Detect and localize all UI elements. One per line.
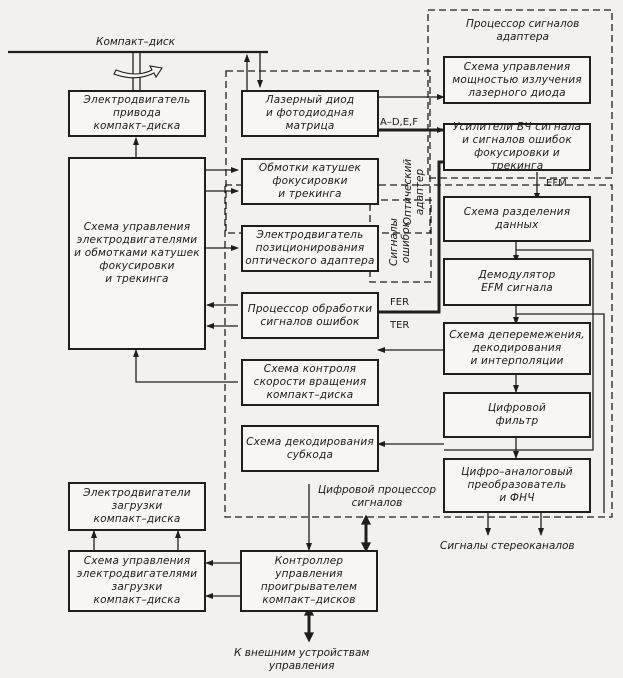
block-motor-control: Схема управления электродвигателями и об… xyxy=(68,157,206,350)
block-dac: Цифро–аналоговый преобразователь и ФНЧ xyxy=(443,458,591,513)
block-deinterleave: Схема деперемежения, декодирования и инт… xyxy=(443,322,591,375)
error-signals-label: Сигналы ошибок xyxy=(388,218,412,266)
signal-fer: FER xyxy=(390,297,410,308)
block-focus-coils: Обмотки катушек фокусировки и трекинга xyxy=(241,158,379,205)
block-laser-power: Схема управления мощностью излучения лаз… xyxy=(443,56,591,104)
block-digital-filter: Цифровой фильтр xyxy=(443,392,591,438)
signal-adef: A–D,E,F xyxy=(380,117,418,128)
output-external: К внешним устройствам управления xyxy=(234,647,370,672)
block-error-processor: Процессор обработки сигналов ошибок xyxy=(241,292,379,339)
block-data-separator: Схема разделения данных xyxy=(443,196,591,242)
block-subcode-decoder: Схема декодирования субкода xyxy=(241,425,379,472)
block-rf-amplifier: Усилители ВЧ сигнала и сигналов ошибок ф… xyxy=(443,121,591,172)
block-sled-motor: Электродвигатель позиционирования оптиче… xyxy=(241,225,379,272)
block-load-control: Схема управления электродвигателями загр… xyxy=(68,550,206,612)
block-load-motors: Электродвигатели загрузки компакт–диска xyxy=(68,482,206,531)
signal-ter: TER xyxy=(390,320,410,331)
adapter-processor-label: Процессор сигналов адаптера xyxy=(466,18,580,43)
block-disc-motor: Электродвигатель привода компакт–диска xyxy=(68,90,206,137)
adapter-processor-group xyxy=(427,9,613,179)
rotation-arrow-icon xyxy=(113,65,163,79)
digital-processor-group xyxy=(224,184,613,518)
signal-efm: EFM xyxy=(546,178,567,189)
output-stereo: Сигналы стереоканалов xyxy=(440,540,575,552)
block-efm-demodulator: Демодулятор EFM сигнала xyxy=(443,258,591,306)
block-laser-diode: Лазерный диод и фотодиодная матрица xyxy=(241,90,379,137)
block-speed-control: Схема контроля скорости вращения компакт… xyxy=(241,359,379,406)
digital-processor-label: Цифровой процессор сигналов xyxy=(318,484,437,509)
disc-label: Компакт–диск xyxy=(96,36,176,48)
block-controller: Контроллер управления проигрывателем ком… xyxy=(240,550,378,612)
